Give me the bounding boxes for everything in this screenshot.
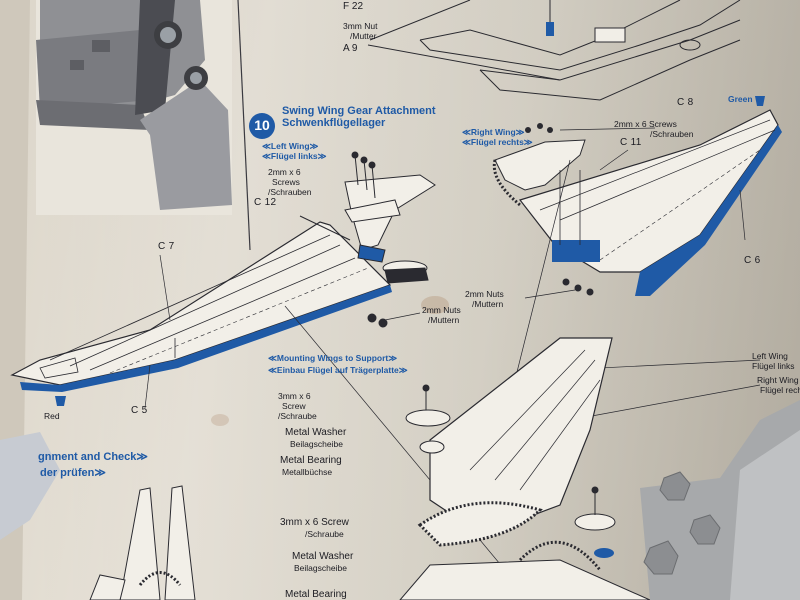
- part-c11: C 11: [620, 137, 642, 148]
- step-number-badge: [249, 113, 275, 139]
- right-wing-drawing: [492, 96, 782, 296]
- mount-washer-en: Metal Washer: [285, 427, 347, 438]
- step-title-en: Swing Wing Gear Attachment: [282, 105, 436, 117]
- left-wing-title-en: ≪Left Wing≫: [262, 141, 319, 151]
- top-assembly-drawing: [367, 0, 741, 101]
- right-nuts-de: /Muttern: [472, 299, 504, 309]
- column-divider: [237, 0, 251, 251]
- mount-screw2-en: 3mm x 6 Screw: [280, 517, 349, 528]
- left-wing-ref-en: Left Wing: [752, 351, 788, 361]
- nut-label-de: /Mutter: [350, 31, 377, 41]
- right-wing-ref-de: Flügel rech: [760, 385, 800, 395]
- part-c7: C 7: [158, 241, 175, 252]
- mount-washer2-en: Metal Washer: [292, 551, 354, 562]
- right-screws-de: /Schrauben: [650, 129, 694, 139]
- sprue-part-photo: [640, 400, 800, 600]
- mounting-title-en: ≪Mounting Wings to Support≫: [268, 353, 398, 363]
- color-red-label: Red: [44, 411, 60, 421]
- part-f22: F 22: [343, 1, 364, 12]
- left-wing-drawing: [10, 221, 392, 406]
- mount-bearing2-en: Metal Bearing: [285, 589, 347, 600]
- part-c5: C 5: [131, 405, 148, 416]
- mount-screw2-de: /Schraube: [305, 529, 344, 539]
- mount-screw-en2: Screw: [282, 401, 306, 411]
- alignment-title-en: gnment and Check≫: [38, 451, 148, 463]
- right-screws-en: 2mm x 6 Screws: [614, 119, 677, 129]
- mount-screw-en: 3mm x 6: [278, 391, 311, 401]
- left-wing-title-de: ≪Flügel links≫: [262, 151, 327, 161]
- mounting-title-de: ≪Einbau Flügel auf Trägerplatte≫: [268, 365, 408, 375]
- mount-washer-de: Beilagscheibe: [290, 439, 343, 449]
- mounting-assembly-drawing: [399, 337, 651, 600]
- mount-bearing-en: Metal Bearing: [280, 455, 342, 466]
- right-wing-title-de: ≪Flügel rechts≫: [462, 137, 533, 147]
- part-c6: C 6: [744, 255, 761, 266]
- part-c12: C 12: [254, 197, 277, 208]
- part-c8: C 8: [677, 97, 694, 108]
- right-wing-ref-en: Right Wing: [757, 375, 799, 385]
- alignment-title-de: der prüfen≫: [40, 467, 106, 479]
- step-number: 10: [254, 117, 270, 133]
- mount-washer2-de: Beilagscheibe: [294, 563, 347, 573]
- mount-screw-de: /Schraube: [278, 411, 317, 421]
- left-screws-line1: 2mm x 6: [268, 167, 301, 177]
- part-a9: A 9: [343, 43, 358, 54]
- right-nuts-en: 2mm Nuts: [465, 289, 504, 299]
- left-screws-line2: Screws: [272, 177, 300, 187]
- left-nuts-de: /Muttern: [428, 315, 460, 325]
- right-wing-title-en: ≪Right Wing≫: [462, 127, 525, 137]
- cloth-edge: [0, 432, 60, 540]
- alignment-drawing: [89, 485, 196, 600]
- left-wing-ref-de: Flügel links: [752, 361, 795, 371]
- photo-aircraft-inset: [36, 0, 232, 215]
- color-green-label: Green: [728, 94, 753, 104]
- left-gear-bracket: [299, 151, 436, 328]
- nut-label-en: 3mm Nut: [343, 21, 378, 31]
- left-screws-line3: /Schrauben: [268, 187, 312, 197]
- left-nuts-en: 2mm Nuts: [422, 305, 461, 315]
- step-title-de: Schwenkflügellager: [282, 117, 386, 129]
- mount-bearing-de: Metallbüchse: [282, 467, 333, 477]
